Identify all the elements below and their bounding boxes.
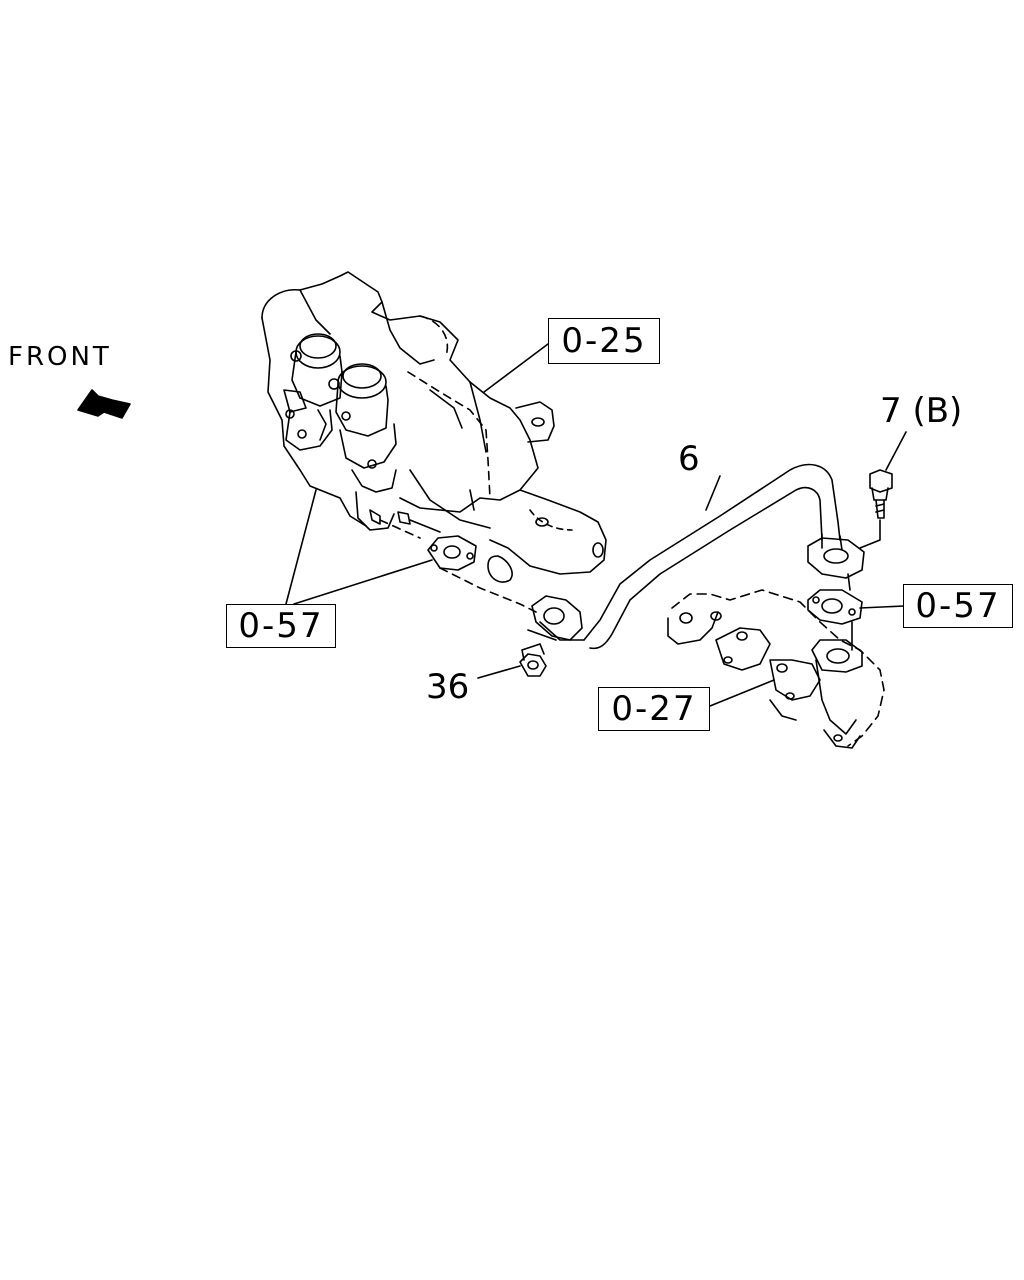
egr-pipe [527,463,865,650]
ref-box-exhaust-manifold: 0-27 [598,687,710,731]
front-arrow-icon [77,389,131,419]
part-label-nut: 36 [426,667,470,707]
leader-lines [285,343,907,707]
front-label: FRONT [8,342,112,372]
part-label-bolt: 7 (B) [880,391,963,431]
part-label-pipe: 6 [678,439,700,479]
ref-box-gasket-left: 0-57 [226,604,336,648]
gasket-right [807,573,863,651]
stud-bolts [369,509,441,539]
egr-valve-2 [328,363,397,531]
ref-box-gasket-right: 0-57 [903,584,1013,628]
gasket-left [427,535,537,613]
ref-box-intake-manifold: 0-25 [548,318,660,364]
intake-manifold [261,271,607,583]
exhaust-manifold [667,589,885,749]
nut [519,643,547,677]
bolt [859,469,893,549]
egr-valve-1 [283,333,343,451]
